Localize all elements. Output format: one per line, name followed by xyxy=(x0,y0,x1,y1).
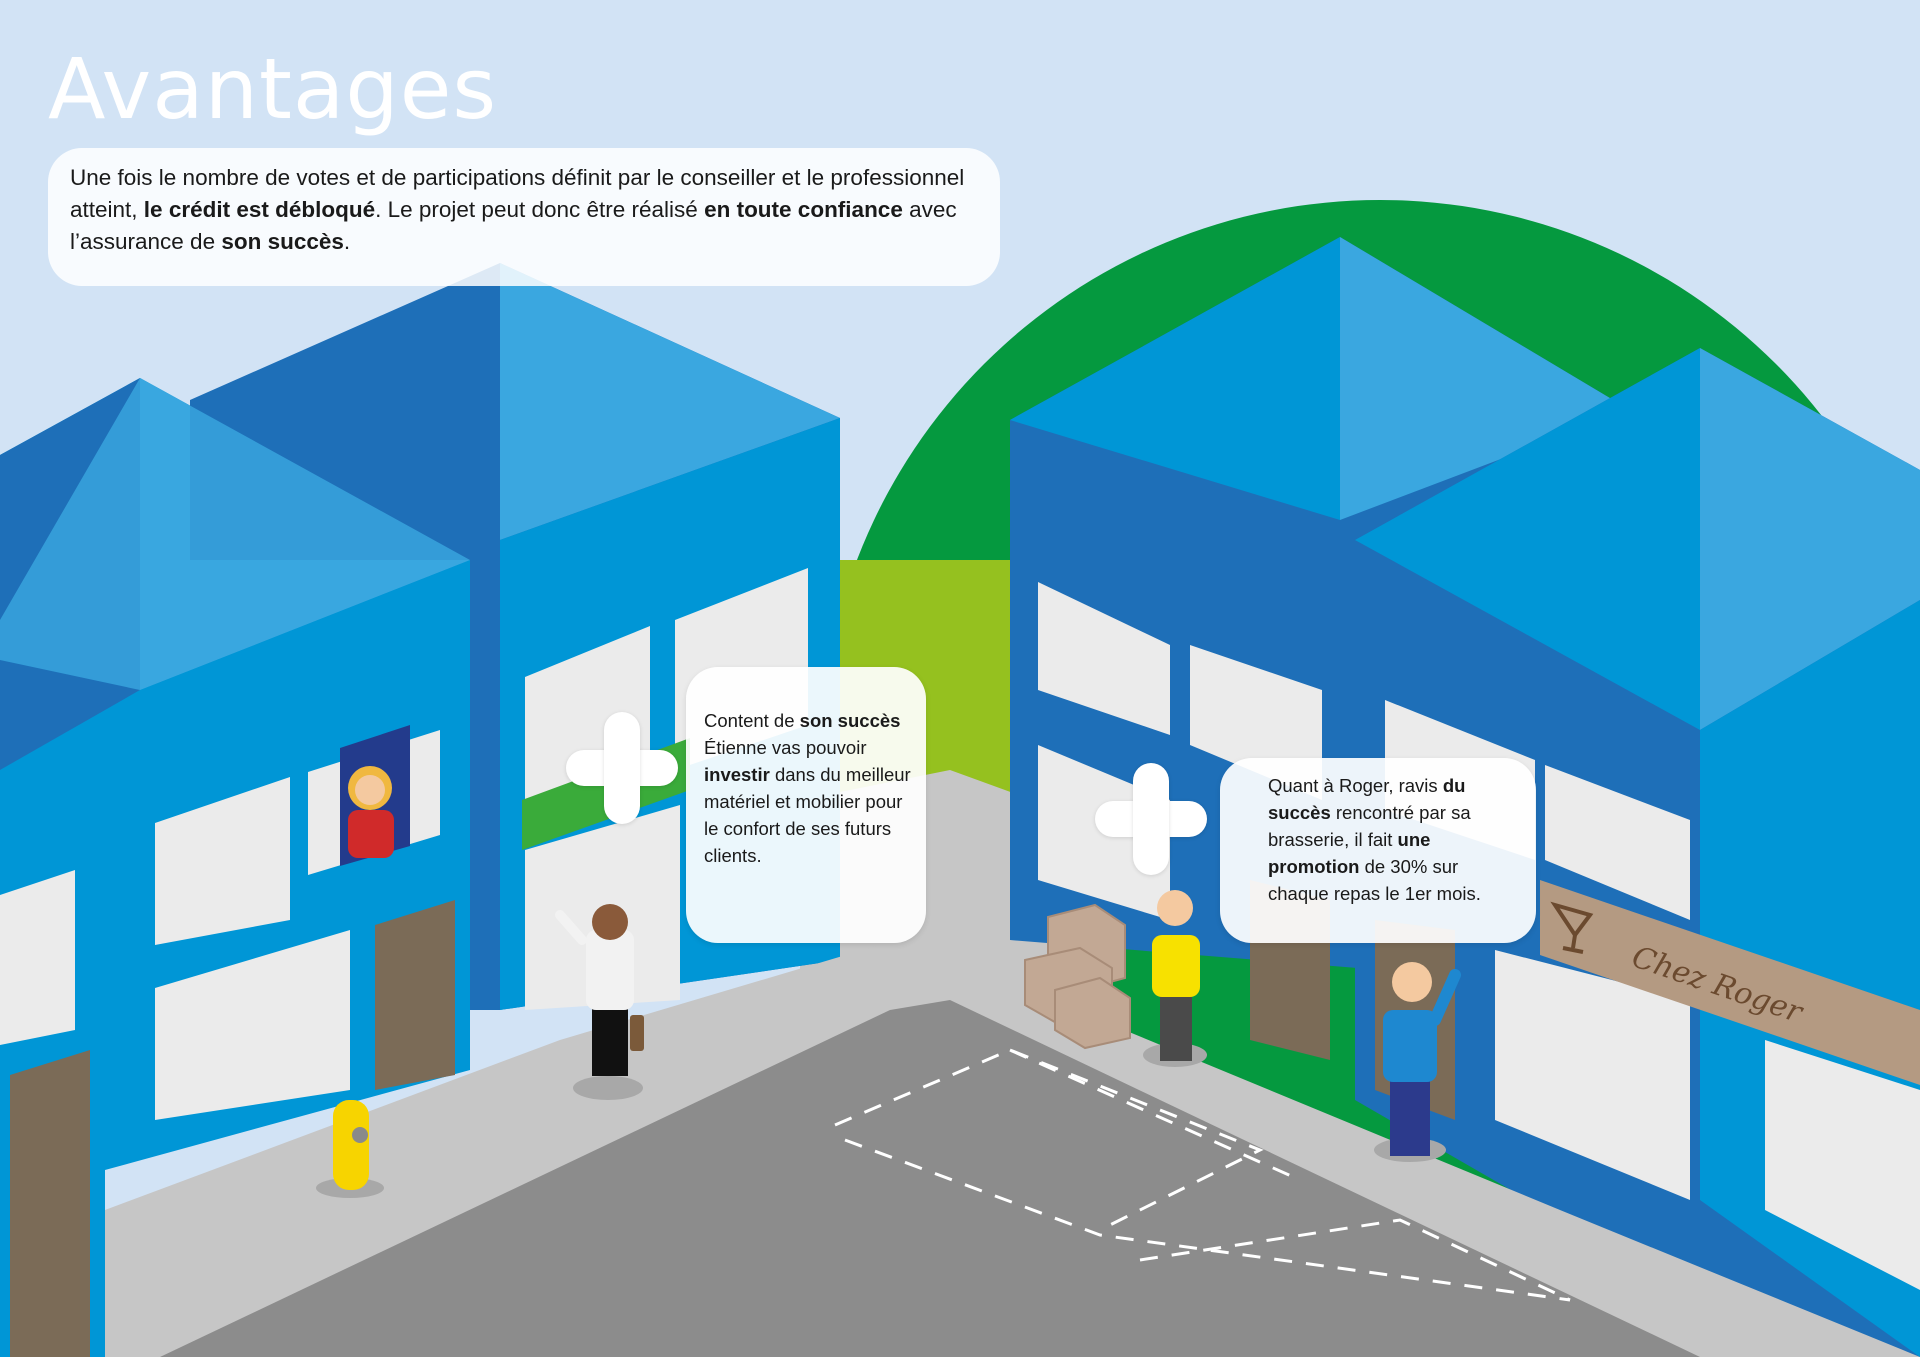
plus-icon xyxy=(566,712,678,824)
doctor-etienne xyxy=(555,904,644,1100)
callout-text: de 30% sur chaque repas le 1er mois. xyxy=(1268,856,1481,904)
callout-highlight: son succès xyxy=(799,710,901,731)
plus-icon xyxy=(1095,763,1207,875)
roger xyxy=(1374,962,1461,1162)
callout-etienne: Content de son succès Étienne vas pouvoi… xyxy=(686,667,926,943)
chez-roger-sign xyxy=(1540,880,1920,1085)
callout-roger: Quant à Roger, ravis du succès rencontré… xyxy=(1220,758,1536,943)
intro-text-part: . Le projet peut donc être réalisé xyxy=(375,197,705,222)
fire-hydrant xyxy=(316,1100,384,1198)
intro-text-part: Une fois le nombre de votes et de partic… xyxy=(70,165,965,222)
right-windows xyxy=(1038,582,1920,1290)
callout-highlight: investir xyxy=(704,764,770,785)
callout-highlight: une promotion xyxy=(1268,829,1431,877)
intro-highlight: en toute confiance xyxy=(704,197,903,222)
wine-glass-icon xyxy=(1550,901,1594,954)
door xyxy=(10,1050,90,1357)
intro-highlight: le crédit est débloqué xyxy=(143,197,376,222)
callout-text: rencontré par sa brasserie, il fait xyxy=(1268,802,1471,850)
intro-text-part: avec l’assurance de xyxy=(70,197,957,254)
intro-text-part: . xyxy=(343,229,351,254)
callout-text: Quant à Roger, ravis xyxy=(1268,775,1443,796)
callout-text: Étienne vas pouvoir xyxy=(704,737,867,758)
intro-text: Une fois le nombre de votes et de partic… xyxy=(48,148,1000,286)
page-title: Avantages xyxy=(48,40,498,138)
woman-yellow xyxy=(1143,890,1207,1067)
delivery-boxes xyxy=(1024,903,1131,1050)
callout-text: Content de xyxy=(704,710,800,731)
woman-in-window xyxy=(348,766,394,858)
parking-lines xyxy=(834,1048,1571,1302)
door xyxy=(375,900,455,1090)
callout-text: dans du meilleur matériel et mobilier po… xyxy=(704,764,911,866)
callout-highlight: du succès xyxy=(1268,775,1466,823)
road xyxy=(160,1000,1700,1357)
intro-highlight: son succès xyxy=(221,229,344,254)
